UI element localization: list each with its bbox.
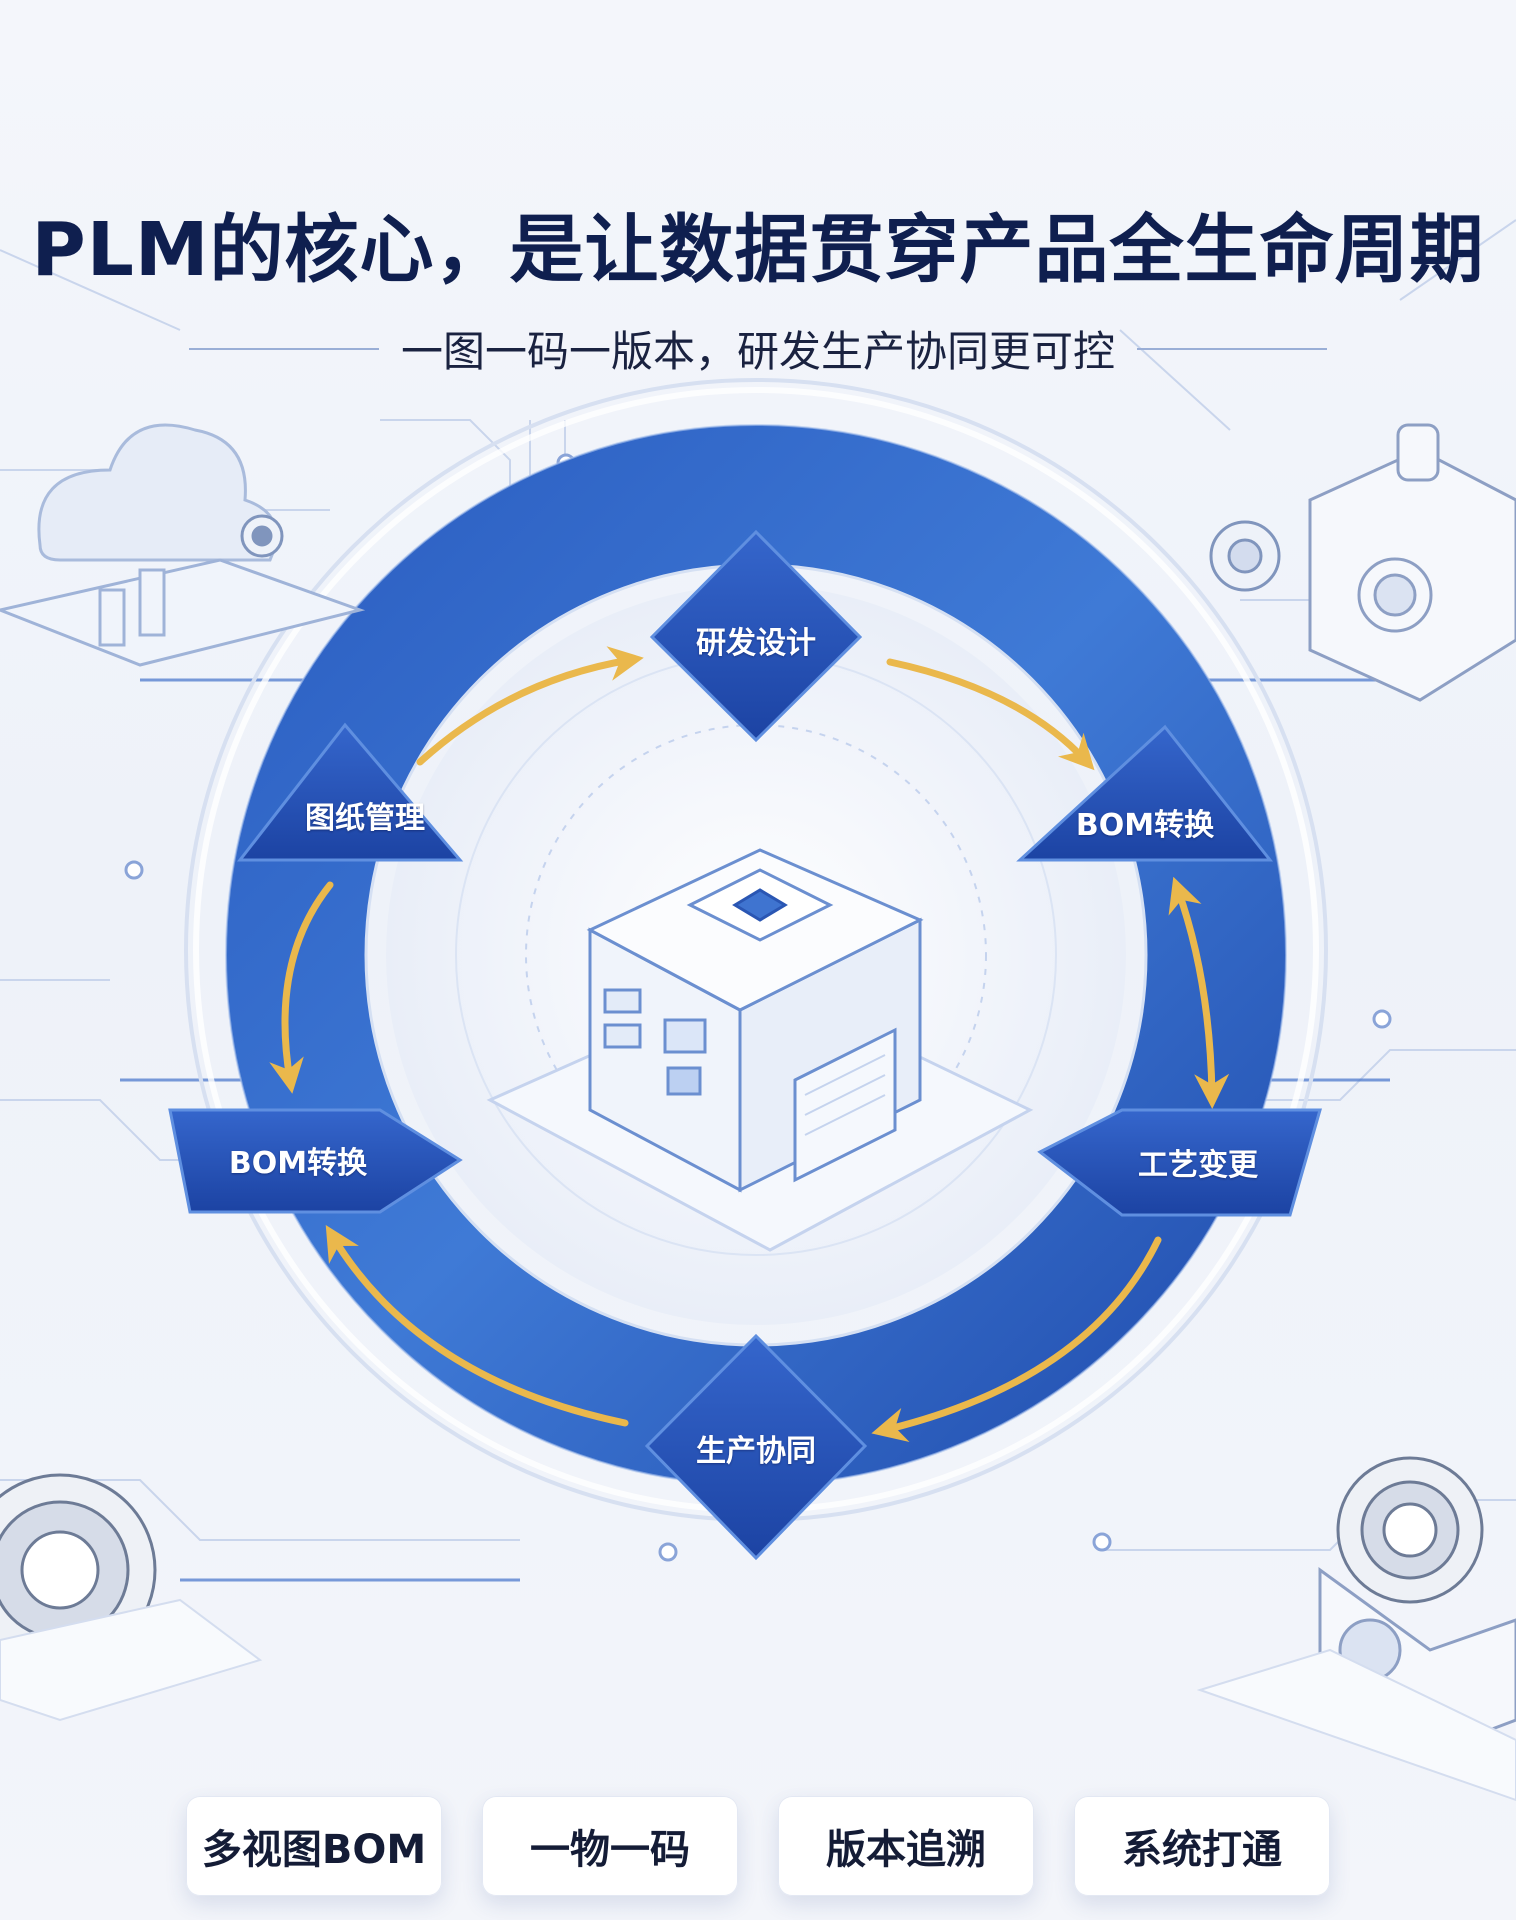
node-label-process: 工艺变更 [1138, 1148, 1258, 1183]
subtitle: 一图一码一版本，研发生产协同更可控 [400, 327, 1115, 376]
flow-arrows [269, 646, 1230, 1443]
cloud-icon [37, 423, 278, 562]
node-bom-left [168, 1108, 463, 1214]
arrow-bom-right-to-process [1168, 876, 1230, 1109]
feature-multi-view-bom: 多视图BOM [186, 1796, 442, 1896]
feature-version-trace: 版本追溯 [778, 1796, 1034, 1896]
feature-chips: 多视图BOM 一物一码 版本追溯 系统打通 [0, 1796, 1516, 1896]
node-bom-right [1016, 724, 1274, 862]
arrow-production-to-bom-left [325, 1225, 629, 1427]
node-production [644, 1333, 868, 1561]
node-rd [649, 529, 863, 743]
node-label-bom-right: BOM转换 [1075, 808, 1215, 843]
platform-slabs [0, 1598, 1516, 1802]
subtitle-row: 一图一码一版本，研发生产协同更可控 [0, 318, 1516, 379]
node-drawing [236, 722, 464, 862]
mechanical-part-icon [1308, 423, 1516, 702]
node-process [1037, 1108, 1322, 1217]
server-building-icon [486, 848, 1034, 1252]
node-label-production: 生产协同 [696, 1434, 816, 1469]
node-label-drawing: 图纸管理 [305, 801, 425, 836]
arrow-rd-to-bom-right [886, 658, 1095, 771]
cycle-nodes [168, 529, 1322, 1561]
node-label-bom-left: BOM转换 [228, 1146, 368, 1181]
subtitle-rule-left [188, 347, 379, 350]
arrow-drawing-to-bom-left [269, 881, 334, 1094]
feature-system-integration: 系统打通 [1074, 1796, 1330, 1896]
feature-one-code: 一物一码 [482, 1796, 738, 1896]
subtitle-rule-right [1137, 347, 1327, 350]
page-title: PLM的核心，是让数据贯穿产品全生命周期 [31, 207, 1485, 293]
node-label-rd: 研发设计 [696, 626, 816, 661]
arrow-drawing-to-rd [416, 646, 644, 766]
gear-icon [240, 514, 1281, 592]
server-rack-icon [0, 558, 366, 667]
arrow-process-to-production [871, 1236, 1162, 1443]
